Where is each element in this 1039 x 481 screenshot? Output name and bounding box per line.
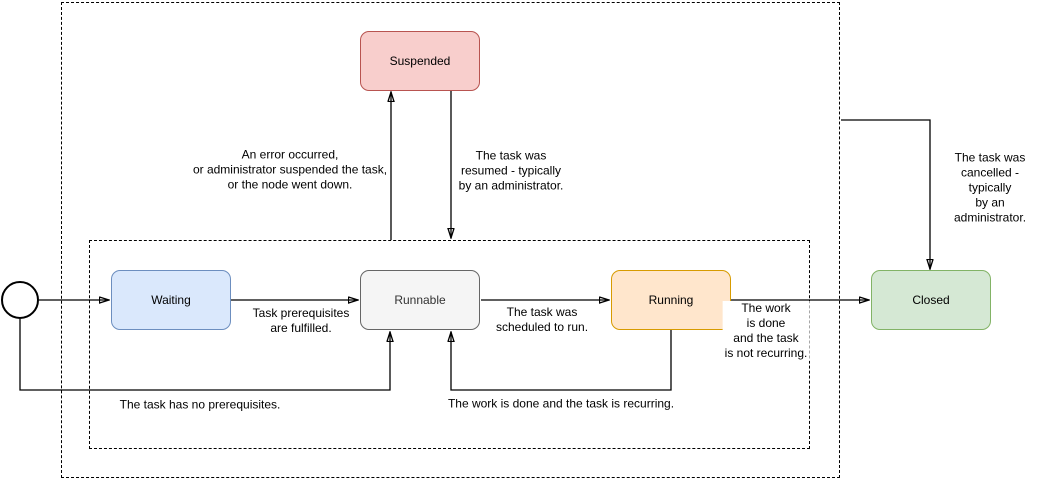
active-states-group-boundary [89,240,810,449]
node-runnable-label: Runnable [394,293,446,307]
start-state-circle [1,281,39,319]
node-closed: Closed [871,270,991,330]
node-running: Running [611,270,731,330]
edge-running-to-runnable-bottom [451,330,672,391]
edge-group-to-closed-cancel [841,119,930,269]
node-closed-label: Closed [912,293,950,307]
edge-label-work-done-not-recurring: The work is done and the task is not rec… [722,301,810,361]
edge-label-scheduled-to-run: The task was scheduled to run. [493,305,591,335]
edge-label-prerequisites-fulfilled: Task prerequisites are fulfilled. [250,306,352,336]
edge-label-error-or-suspended: An error occurred, or administrator susp… [190,147,390,193]
node-suspended: Suspended [360,31,480,91]
all-states-group-boundary [61,2,840,478]
edge-label-resumed: The task was resumed - typically by an a… [456,148,566,194]
node-runnable: Runnable [360,270,480,330]
node-waiting: Waiting [111,270,231,330]
edge-label-no-prerequisites: The task has no prerequisites. [117,397,283,413]
edge-label-cancelled: The task was cancelled - typically by an… [951,150,1029,226]
node-suspended-label: Suspended [389,54,451,68]
edge-label-work-done-recurring: The work is done and the task is recurri… [445,396,677,412]
edge-start-to-runnable-bottom [19,319,390,391]
node-running-label: Running [648,293,694,307]
node-waiting-label: Waiting [151,293,191,307]
